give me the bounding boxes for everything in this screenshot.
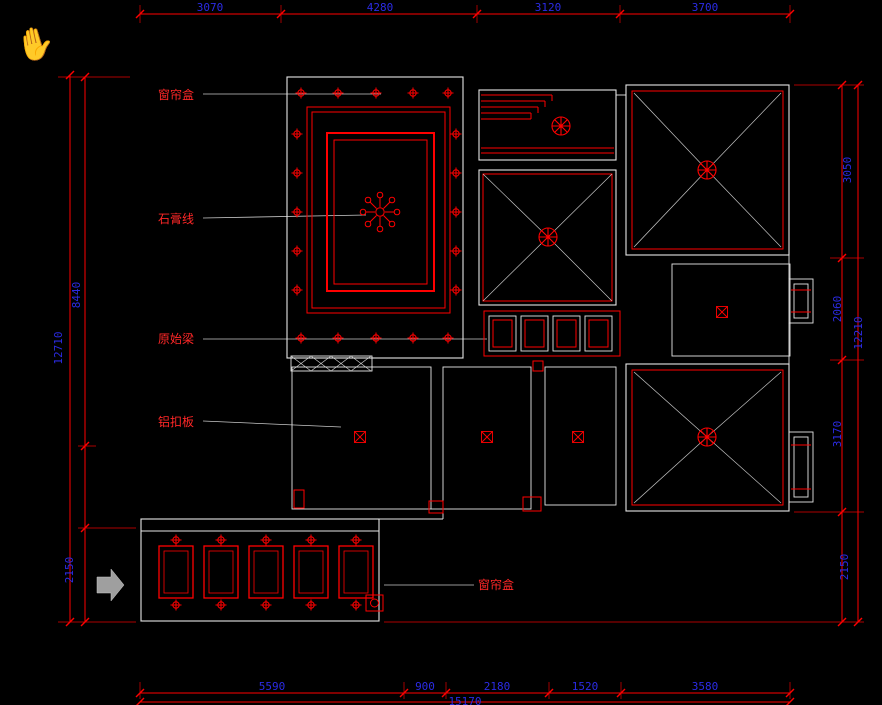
window-panel (248, 545, 284, 599)
corridor-hatch[interactable] (290, 355, 373, 372)
window-panel (203, 545, 239, 599)
exhaust-fan-symbol (481, 431, 493, 443)
dim-bottom-2[interactable]: 900 (415, 680, 435, 693)
ceiling-lamp-symbol (551, 116, 571, 136)
room-grid-right[interactable] (544, 366, 617, 506)
dim-bottom-overall[interactable]: 15170 (448, 695, 481, 705)
exhaust-fan-symbol (716, 306, 728, 318)
annotation-label[interactable]: 原始梁 (158, 331, 194, 346)
dimension-chain-top[interactable]: 3070 4280 3120 3700 (135, 1, 795, 23)
ceiling-lamp-symbol (538, 227, 558, 247)
window-panel (293, 545, 329, 599)
dim-right-seg-4[interactable]: 2150 (838, 554, 851, 581)
dim-bottom-4[interactable]: 1520 (572, 680, 599, 693)
dimension-chain-bottom[interactable]: 5590 900 2180 1520 3580 15170 (135, 680, 795, 705)
annotation-label[interactable]: 窗帘盒 (158, 87, 194, 102)
corner-detail (293, 489, 305, 509)
room-kitchen-ceiling[interactable] (478, 89, 617, 161)
dim-bottom-5[interactable]: 3580 (692, 680, 719, 693)
room-grid-left[interactable] (291, 366, 432, 510)
dim-top-1[interactable]: 3070 (197, 1, 224, 14)
dim-top-4[interactable]: 3700 (692, 1, 719, 14)
balcony[interactable] (140, 518, 384, 622)
annotation-plaster-line[interactable]: 石膏线 (158, 211, 367, 226)
annotation-label[interactable]: 石膏线 (158, 211, 194, 226)
room-grid-middle[interactable] (442, 366, 532, 510)
dim-bottom-1[interactable]: 5590 (259, 680, 286, 693)
hand-pan-cursor-icon: ✋ (12, 21, 59, 66)
annotation-original-beam[interactable]: 原始梁 (158, 331, 487, 346)
dim-right-seg-1[interactable]: 3050 (841, 157, 854, 184)
window-panel (158, 545, 194, 599)
dimension-chain-left[interactable]: 12710 8440 2150 (52, 70, 136, 627)
room-bedroom-bottom-ceiling[interactable] (625, 363, 790, 512)
dim-top-3[interactable]: 3120 (535, 1, 562, 14)
dimension-chain-right[interactable]: 3050 2060 3170 2150 12210 (384, 80, 865, 627)
dim-left-upper[interactable]: 8440 (70, 282, 83, 309)
stepped-corner-detail (481, 94, 614, 154)
wall-connectors (379, 94, 790, 520)
entry-arrow[interactable] (96, 568, 125, 602)
dim-left-overall[interactable]: 12710 (52, 331, 65, 364)
room-living-ceiling[interactable] (286, 76, 464, 359)
annotation-label[interactable]: 窗帘盒 (478, 577, 514, 592)
room-master-bedroom-ceiling[interactable] (625, 84, 790, 256)
beam-light-boxes[interactable] (483, 310, 621, 357)
exhaust-fan-symbol (572, 431, 584, 443)
dim-left-lower[interactable]: 2150 (63, 557, 76, 584)
chandelier-symbol (359, 191, 401, 233)
annotation-curtain-box-bottom[interactable]: 窗帘盒 (384, 577, 514, 592)
dim-top-2[interactable]: 4280 (367, 1, 394, 14)
corner-fixture (365, 594, 384, 612)
annotation-label[interactable]: 铝扣板 (158, 414, 194, 429)
room-bedroom-middle-ceiling[interactable] (478, 169, 617, 306)
exhaust-fan-symbol (354, 431, 366, 443)
dim-right-overall[interactable]: 12210 (852, 316, 865, 349)
window-bay-upper[interactable] (788, 278, 814, 324)
window-panel (338, 545, 374, 599)
dim-bottom-3[interactable]: 2180 (484, 680, 511, 693)
ceiling-lamp-symbol (697, 427, 717, 447)
annotation-aluminum-panel[interactable]: 铝扣板 (158, 414, 342, 429)
annotation-curtain-box-top[interactable]: 窗帘盒 (158, 87, 381, 102)
dim-right-seg-3[interactable]: 3170 (831, 421, 844, 448)
ceiling-lamp-symbol (697, 160, 717, 180)
window-bay-lower[interactable] (788, 431, 814, 503)
dim-right-seg-2[interactable]: 2060 (831, 296, 844, 323)
room-bath-tile-ceiling[interactable] (671, 263, 791, 357)
corner-fixture-circle (370, 598, 379, 608)
